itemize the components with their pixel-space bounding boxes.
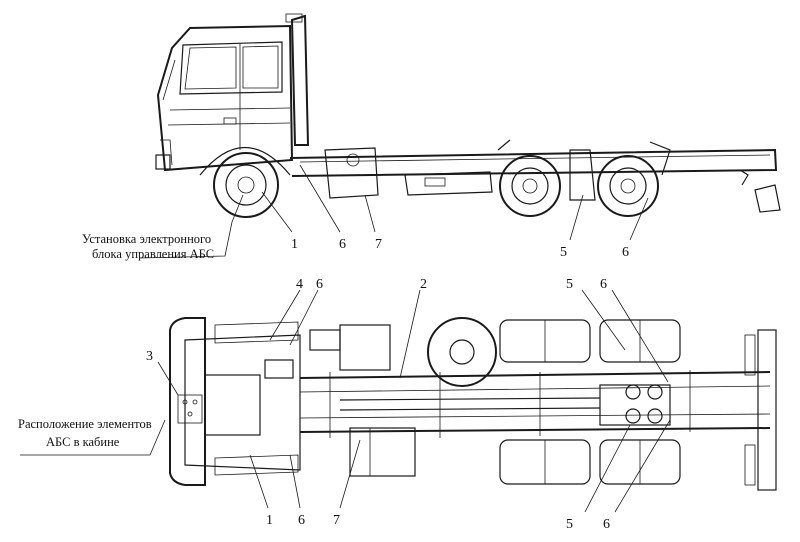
spare-wheel-top <box>427 317 497 387</box>
callout-top-2: 2 <box>420 277 427 292</box>
ecu-install-caption-line2: блока управления АБС <box>92 247 214 261</box>
top-view <box>20 289 777 513</box>
callout-side-6a: 6 <box>339 237 346 252</box>
callout-top-7: 7 <box>333 513 340 528</box>
cab-top <box>169 317 391 486</box>
callout-top-6d: 6 <box>603 517 610 532</box>
frame-top <box>299 370 771 438</box>
rear-wheel-1-side <box>499 155 561 217</box>
callout-top-6a: 6 <box>316 277 323 292</box>
callout-top-1: 1 <box>266 513 273 528</box>
rear-wheel-2-side <box>597 155 659 217</box>
cab-elements-caption-line1: Расположение элементов <box>18 417 152 431</box>
callout-top-5b: 5 <box>566 517 573 532</box>
callout-top-6b: 6 <box>600 277 607 292</box>
front-wheel-side <box>213 152 279 218</box>
frame-side <box>289 139 781 213</box>
callout-top-4: 4 <box>296 277 303 292</box>
callout-side-5: 5 <box>560 245 567 260</box>
cab-elements-caption-line2: АБС в кабине <box>46 435 120 449</box>
rear-wheels-top <box>499 319 681 485</box>
ecu-install-caption-line1: Установка электронного <box>82 232 211 246</box>
side-view <box>139 13 781 259</box>
callout-top-5a: 5 <box>566 277 573 292</box>
fuel-tank-top <box>349 427 416 477</box>
callout-side-7: 7 <box>375 237 382 252</box>
rear-bumper-top <box>744 329 777 491</box>
callout-side-6b: 6 <box>622 245 629 260</box>
cab-side <box>155 13 310 176</box>
callout-top-3: 3 <box>146 349 153 364</box>
callout-side-1: 1 <box>291 237 298 252</box>
callout-top-6c: 6 <box>298 513 305 528</box>
